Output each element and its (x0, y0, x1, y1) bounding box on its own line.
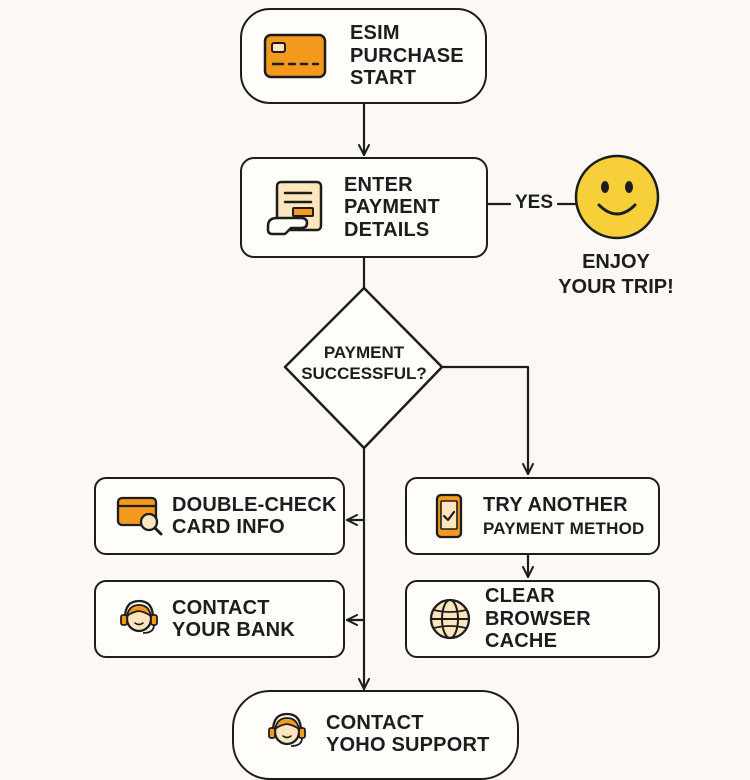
label-line: ESIM (350, 22, 400, 45)
decision-diamond (283, 286, 444, 450)
label-line: PURCHASE (350, 44, 464, 67)
credit-card-icon (262, 31, 328, 81)
node-label: CONTACT YOUR BANK (172, 597, 295, 642)
smiley-face-icon (573, 153, 661, 241)
arrow-decision-to-try-another (440, 365, 534, 476)
node-contact-yoho-support: CONTACT YOHO SUPPORT (232, 690, 519, 780)
support-agent-icon (266, 708, 308, 756)
node-label: CLEAR BROWSER CACHE (485, 585, 658, 652)
label-line: YOUR BANK (172, 619, 295, 641)
flowchart-connectors (283, 102, 578, 691)
yes-edge-label: YES (514, 192, 554, 213)
node-label: ESIM PURCHASE START (350, 22, 464, 89)
node-label: CONTACT YOHO SUPPORT (326, 712, 490, 757)
node-enter-payment-details: ENTER PAYMENT DETAILS (240, 157, 488, 258)
label-line: CONTACT (326, 712, 424, 734)
card-magnifier-icon (116, 494, 164, 538)
support-agent-icon (118, 595, 160, 643)
label-line: DETAILS (344, 218, 430, 241)
payment-form-hand-icon (264, 177, 328, 239)
label-line: START (350, 67, 417, 90)
node-label: TRY ANOTHER PAYMENT METHOD (483, 494, 644, 537)
label-line: BROWSER CACHE (485, 607, 591, 653)
node-clear-browser-cache: CLEAR BROWSER CACHE (405, 580, 660, 658)
label-line: CLEAR (485, 585, 555, 608)
node-label: DOUBLE-CHECK CARD INFO (172, 494, 337, 539)
node-try-another-payment-method: TRY ANOTHER PAYMENT METHOD (405, 477, 660, 555)
label-line: DOUBLE-CHECK (172, 493, 337, 516)
label-line: ENTER (344, 173, 413, 196)
decision-label: PAYMENT SUCCESSFUL? (301, 343, 427, 384)
outcome-label: ENJOY YOUR TRIP! (558, 251, 674, 298)
node-contact-your-bank: CONTACT YOUR BANK (94, 580, 345, 658)
label-line: YOHO SUPPORT (326, 734, 490, 757)
label-line: CARD INFO (172, 516, 285, 538)
label-line: CONTACT (172, 596, 270, 619)
node-label: ENTER PAYMENT DETAILS (344, 174, 440, 241)
globe-icon (427, 596, 473, 642)
mobile-phone-check-icon (433, 493, 465, 539)
label-line: PAYMENT METHOD (483, 518, 645, 538)
node-double-check-card-info: DOUBLE-CHECK CARD INFO (94, 477, 345, 555)
node-esim-purchase-start: ESIM PURCHASE START (240, 8, 487, 104)
label-line: TRY ANOTHER (483, 494, 628, 517)
label-line: PAYMENT (344, 196, 440, 219)
